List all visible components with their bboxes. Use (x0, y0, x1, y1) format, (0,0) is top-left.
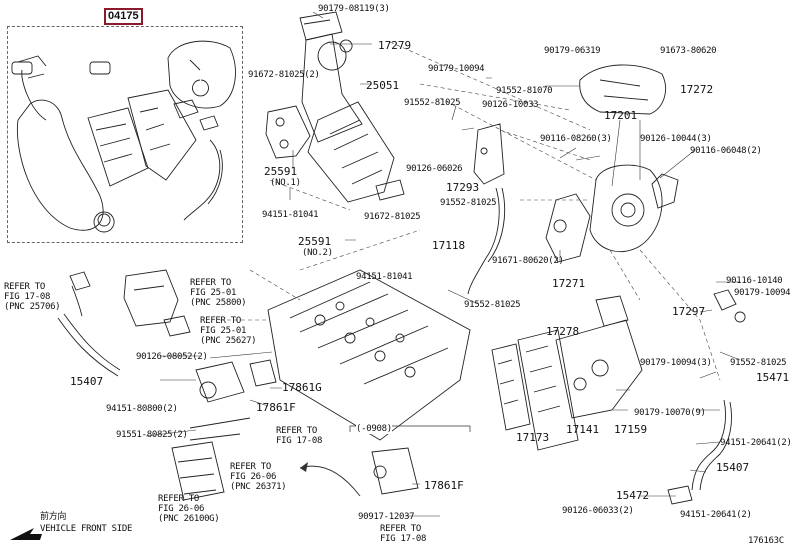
ref-line: FIG 26-06 (230, 472, 277, 482)
part-15472: 15472 (616, 489, 650, 502)
front-label-cjk: 前方向 (40, 512, 67, 522)
part-17118: 17118 (432, 239, 466, 252)
part-90126-10033: 90126-10033 (482, 100, 539, 110)
part-17279: 17279 (378, 39, 412, 52)
ref-fig25-01-a[interactable]: REFER TO FIG 25-01 (PNC 25800) (190, 278, 247, 308)
ref-line: (PNC 25706) (4, 302, 61, 312)
ref-line: FIG 17-08 (380, 534, 427, 544)
part-25591-no1-sub: (NO.1) (270, 178, 301, 188)
part-90179-10094-b: 90179-10094 (734, 288, 791, 298)
ref-line: (PNC 26371) (230, 482, 287, 492)
part-91552-81025-a: 91552-81025 (404, 98, 461, 108)
ref-line: (PNC 26100G) (158, 514, 220, 524)
ref-fig17-08-c[interactable]: REFER TO FIG 17-08 (380, 524, 426, 544)
front-arrow-icon (10, 528, 42, 540)
part-90179-10070: 90179-10070(9) (634, 408, 706, 418)
part-91552-81025-d: 91552-81025 (730, 358, 787, 368)
part-25051: 25051 (366, 79, 400, 92)
dashed-guides (220, 41, 721, 381)
part-91551-80825: 91551-80825(2) (116, 430, 188, 440)
part-94151-81041-a: 94151-81041 (262, 210, 319, 220)
ref-line: REFER TO (200, 316, 241, 326)
part-15407-left: 15407 (70, 375, 104, 388)
part-91552-81070: 91552-81070 (496, 86, 553, 96)
cylinder-head (267, 269, 471, 441)
ref-line: REFER TO (190, 278, 231, 288)
part-91671-80620: 91671-80620(2) (492, 256, 564, 266)
part-91673-80620: 91673-80620 (660, 46, 717, 56)
part-94151-20641-a: 94151-20641(2) (720, 438, 792, 448)
inset-sketch (11, 40, 236, 233)
part-17861f-b: 17861F (424, 479, 464, 492)
turbocharger (467, 64, 679, 295)
part-94151-20641-b: 94151-20641(2) (680, 510, 752, 520)
ref-line: REFER TO (230, 462, 271, 472)
ref-fig25-01-b[interactable]: REFER TO FIG 25-01 (PNC 25627) (200, 316, 257, 346)
ref-line: (PNC 25627) (200, 336, 257, 346)
ref-line: REFER TO (158, 494, 199, 504)
part-90179-08119: 90179-08119(3) (318, 4, 390, 14)
ref-line: (PNC 25800) (190, 298, 247, 308)
part-17201: 17201 (604, 109, 638, 122)
part-17278: 17278 (546, 325, 580, 338)
part-90126-08052: 90126-08052(2) (136, 352, 208, 362)
ref-line: FIG 17-08 (276, 436, 323, 446)
ref-fig17-08-b[interactable]: REFER TO FIG 17-08 (276, 426, 322, 446)
figure-code: 176163C (748, 536, 784, 546)
inset-frame (7, 26, 243, 243)
ref-line: FIG 26-06 (158, 504, 205, 514)
part-90126-10044: 90126-10044(3) (640, 134, 712, 144)
egr-components (57, 269, 419, 501)
ref-fig26-06-a[interactable]: REFER TO FIG 26-06 (PNC 26371) (230, 462, 287, 492)
part-17293: 17293 (446, 181, 480, 194)
ref-line: FIG 25-01 (200, 326, 247, 336)
part-17271: 17271 (552, 277, 586, 290)
part-90116-10140: 90116-10140 (726, 276, 783, 286)
range-mark: (-0908) (356, 424, 392, 434)
part-91552-81025-c: 91552-81025 (464, 300, 521, 310)
part-90179-10094-c: 90179-10094(3) (640, 358, 712, 368)
diagram-id-box: 04175 (104, 8, 143, 25)
part-90126-06026: 90126-06026 (406, 164, 463, 174)
part-94151-80800: 94151-80800(2) (106, 404, 178, 414)
ref-fig26-06-b[interactable]: REFER TO FIG 26-06 (PNC 26100G) (158, 494, 220, 524)
front-label: VEHICLE FRONT SIDE (40, 524, 133, 534)
exhaust-manifold (491, 295, 643, 451)
part-15407: 15407 (716, 461, 750, 474)
part-17141: 17141 (566, 423, 600, 436)
part-17297: 17297 (672, 305, 706, 318)
ref-line: FIG 17-08 (4, 292, 51, 302)
ref-fig17-08-a[interactable]: REFER TO FIG 17-08 (PNC 25706) (4, 282, 61, 312)
part-17173: 17173 (516, 431, 550, 444)
part-25591-no2: 25591 (298, 235, 332, 248)
ref-line: REFER TO (276, 426, 317, 436)
oil-pipes (667, 289, 746, 505)
ref-line: REFER TO (380, 524, 421, 534)
part-91672-81025-2: 91672-81025(2) (248, 70, 320, 80)
part-90179-06319: 90179-06319 (544, 46, 601, 56)
part-90126-06033: 90126-06033(2) (562, 506, 634, 516)
part-17159: 17159 (614, 423, 648, 436)
part-91552-81025-b: 91552-81025 (440, 198, 497, 208)
part-17861f-a: 17861F (256, 401, 296, 414)
part-90116-06048: 90116-06048(2) (690, 146, 762, 156)
range-bracket (349, 425, 471, 432)
ref-line: REFER TO (4, 282, 45, 292)
part-25591-no1: 25591 (264, 165, 298, 178)
flow-arrow (299, 465, 361, 497)
catalytic-converter (265, 11, 405, 203)
ref-line: FIG 25-01 (190, 288, 237, 298)
part-15471: 15471 (756, 371, 790, 384)
leader-lines (145, 11, 741, 517)
part-17861g: 17861G (282, 381, 322, 394)
part-94151-81041-b: 94151-81041 (356, 272, 413, 282)
part-17272: 17272 (680, 83, 714, 96)
part-90116-08260: 90116-08260(3) (540, 134, 612, 144)
part-90179-10094-a: 90179-10094 (428, 64, 485, 74)
part-91672-81025-b: 91672-81025 (364, 212, 421, 222)
part-90917-12037: 90917-12037 (358, 512, 415, 522)
part-25591-no2-sub: (NO.2) (302, 248, 333, 258)
